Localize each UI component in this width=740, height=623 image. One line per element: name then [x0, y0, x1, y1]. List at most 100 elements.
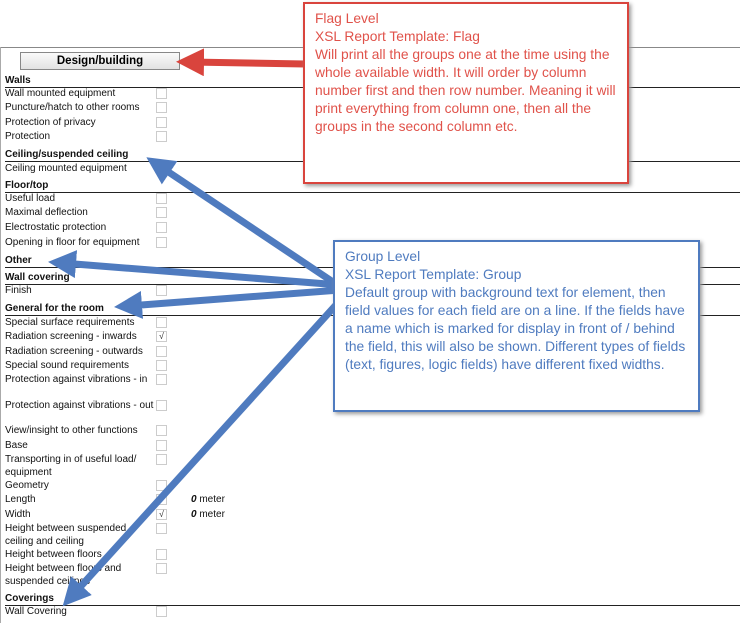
field-row: Width √ 0 meter — [5, 508, 225, 521]
field-row: Transporting in of useful load/ equipmen… — [5, 453, 167, 479]
checkbox[interactable] — [156, 440, 167, 451]
field-row: Radiation screening - inwards √ — [5, 330, 167, 343]
field-label: Protection of privacy — [5, 117, 96, 128]
field-row: Wall mounted equipment — [5, 87, 167, 100]
group-heading-label: General for the room — [5, 303, 104, 314]
field-label: View/insight to other functions — [5, 425, 138, 436]
field-label: Radiation screening - inwards — [5, 331, 137, 342]
page-left-border — [0, 47, 1, 623]
value-unit: meter — [199, 509, 225, 520]
checkbox[interactable]: √ — [156, 509, 167, 520]
group-arrow-ceiling — [146, 157, 347, 293]
field-label: Height between floors and suspended ceil… — [5, 563, 122, 587]
checkbox[interactable] — [156, 563, 167, 574]
checkbox[interactable] — [156, 346, 167, 357]
group-callout-body: Default group with background text for e… — [345, 285, 686, 372]
field-label: Protection against vibrations - out — [5, 400, 154, 411]
group-callout-template: XSL Report Template: Group — [345, 267, 522, 282]
field-row: Maximal deflection — [5, 206, 167, 219]
field-label: Maximal deflection — [5, 207, 88, 218]
group-arrow-other — [48, 250, 341, 289]
field-row: Protection of privacy — [5, 116, 167, 129]
field-row: Height between floors and suspended ceil… — [5, 562, 167, 588]
field-label: Transporting in of useful load/ equipmen… — [5, 454, 137, 478]
group-heading: Floor/top — [5, 179, 740, 193]
checkbox[interactable] — [156, 454, 167, 465]
checkbox[interactable] — [156, 193, 167, 204]
field-label: Wall Covering — [5, 606, 67, 617]
group-heading: Coverings — [5, 592, 740, 606]
checkbox[interactable] — [156, 207, 167, 218]
flag-callout-template: XSL Report Template: Flag — [315, 29, 480, 44]
checkbox[interactable]: √ — [156, 331, 167, 342]
field-label: Special surface requirements — [5, 317, 135, 328]
checkbox[interactable] — [156, 117, 167, 128]
field-label: Radiation screening - outwards — [5, 346, 143, 357]
group-level-callout: Group Level XSL Report Template: Group D… — [333, 240, 700, 412]
field-label: Electrostatic protection — [5, 222, 107, 233]
field-row: Geometry — [5, 479, 167, 492]
field-label: Protection — [5, 131, 51, 142]
field-row: Useful load — [5, 192, 167, 205]
flag-level-callout: Flag Level XSL Report Template: Flag Wil… — [303, 2, 629, 184]
field-row: Protection against vibrations - in — [5, 373, 167, 386]
group-callout-title: Group Level — [345, 249, 421, 264]
checkbox[interactable] — [156, 360, 167, 371]
value-number: 0 — [191, 509, 197, 520]
field-row: Electrostatic protection — [5, 221, 167, 234]
checkbox[interactable] — [156, 480, 167, 491]
group-heading-label: Ceiling/suspended ceiling — [5, 149, 129, 160]
field-row: Puncture/hatch to other rooms — [5, 101, 167, 114]
checkbox[interactable] — [156, 606, 167, 617]
flag-callout-body: Will print all the groups one at the tim… — [315, 47, 616, 134]
field-label: Base — [5, 440, 28, 451]
field-row: Opening in floor for equipment — [5, 236, 167, 249]
checkbox[interactable] — [156, 88, 167, 99]
checkbox[interactable] — [156, 285, 167, 296]
checkbox[interactable] — [156, 317, 167, 328]
group-heading-label: Other — [5, 255, 32, 266]
field-row: Height between suspended ceiling and cei… — [5, 522, 167, 548]
field-row: Protection against vibrations - out — [5, 399, 167, 412]
field-label: Puncture/hatch to other rooms — [5, 102, 140, 113]
group-heading-label: Coverings — [5, 593, 54, 604]
field-label: Opening in floor for equipment — [5, 237, 140, 248]
checkbox[interactable] — [156, 400, 167, 411]
field-row: Special surface requirements — [5, 316, 167, 329]
field-label: Finish — [5, 285, 32, 296]
flag-header: Design/building — [20, 52, 180, 70]
flag-arrow — [176, 48, 306, 77]
checkbox[interactable] — [156, 374, 167, 385]
field-row: Protection — [5, 130, 167, 143]
checkbox[interactable] — [156, 222, 167, 233]
field-row: Base — [5, 439, 167, 452]
field-value: 0 meter — [191, 493, 225, 506]
field-label: Width — [5, 509, 31, 520]
group-arrow-coverings — [62, 292, 348, 607]
field-label: Protection against vibrations - in — [5, 374, 148, 385]
checkbox[interactable] — [156, 425, 167, 436]
checkbox[interactable] — [156, 237, 167, 248]
flag-callout-title: Flag Level — [315, 11, 379, 26]
field-label: Special sound requirements — [5, 360, 129, 371]
checkbox[interactable] — [156, 523, 167, 534]
field-label: Height between floors — [5, 549, 102, 560]
checkbox[interactable] — [156, 131, 167, 142]
field-value: 0 meter — [191, 508, 225, 521]
field-row: Radiation screening - outwards — [5, 345, 167, 358]
value-number: 0 — [191, 494, 197, 505]
field-row: Finish — [5, 284, 167, 297]
checkbox[interactable] — [156, 549, 167, 560]
field-label: Useful load — [5, 193, 56, 204]
field-label: Length — [5, 494, 36, 505]
field-label: Height between suspended ceiling and cei… — [5, 523, 127, 547]
field-label: Geometry — [5, 480, 49, 491]
field-row: View/insight to other functions — [5, 424, 167, 437]
field-row: Special sound requirements — [5, 359, 167, 372]
field-label: Wall mounted equipment — [5, 88, 116, 99]
checkbox[interactable] — [156, 102, 167, 113]
value-unit: meter — [199, 494, 225, 505]
group-arrow-general — [114, 286, 341, 319]
field-row: Height between floors — [5, 548, 167, 561]
